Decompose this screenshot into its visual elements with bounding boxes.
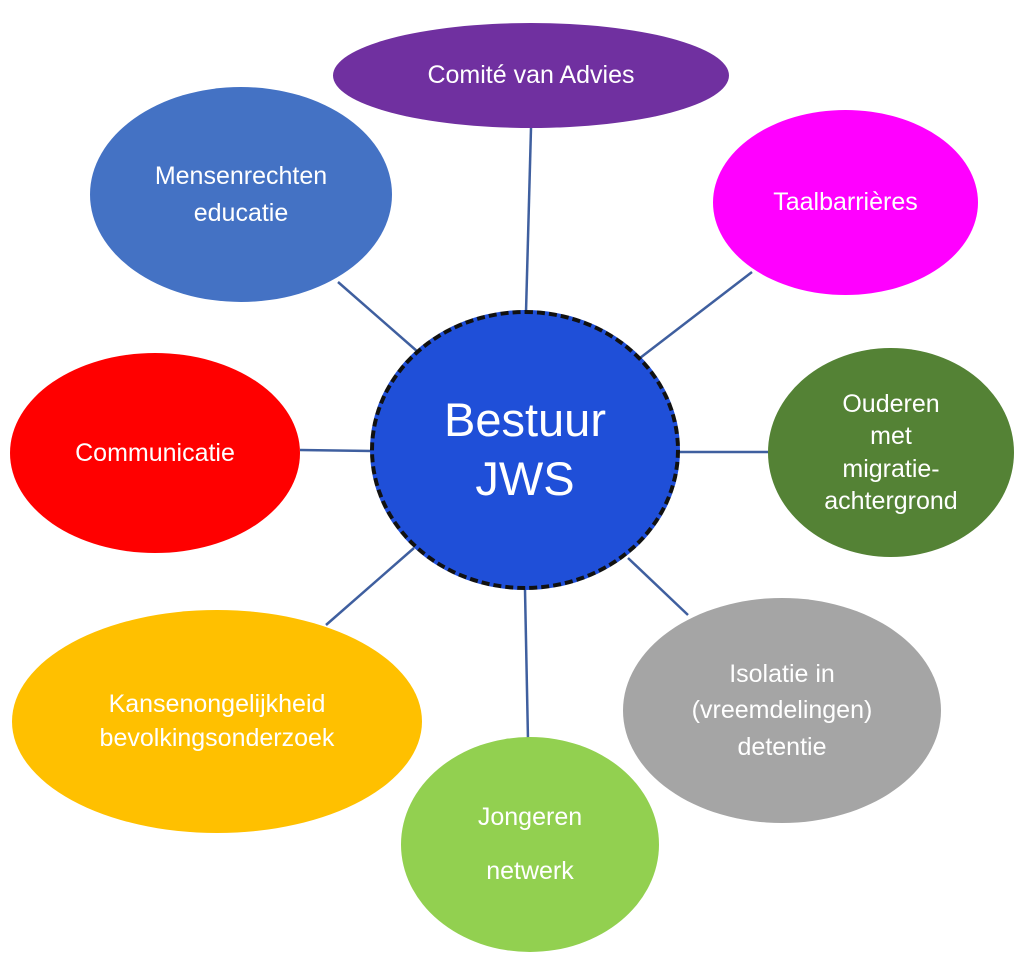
connector-comite — [524, 127, 533, 313]
node-kansenongelijkheid: Kansenongelijkheid bevolkingsonderzoek — [12, 610, 422, 833]
node-mensenrechten-educatie: Mensenrechten educatie — [90, 87, 392, 302]
node-isolatie-detentie: Isolatie in (vreemdelingen) detentie — [623, 598, 941, 823]
connector-comm — [299, 448, 373, 453]
node-jongeren-netwerk: Jongeren netwerk — [401, 737, 659, 952]
node-isolatie-label-line-3: detentie — [737, 732, 827, 761]
node-comm-label: Communicatie — [75, 438, 235, 467]
connector-jongeren — [523, 589, 530, 741]
center-label-line-1: Bestuur — [444, 393, 606, 447]
node-jongeren-label-line-1: Jongeren — [477, 802, 583, 831]
node-mensen-label-line-1: Mensenrechten — [154, 162, 328, 191]
node-kans-label-line-1: Kansenongelijkheid — [108, 689, 326, 718]
node-communicatie: Communicatie — [10, 353, 300, 553]
node-comite-van-advies: Comité van Advies — [333, 23, 729, 128]
node-isolatie-label-line-1: Isolatie in — [729, 660, 835, 689]
connector-kans — [325, 547, 415, 626]
node-taalbarrieres: Taalbarrières — [713, 110, 978, 295]
central-node-bestuur-jws: Bestuur JWS — [370, 310, 680, 590]
connector-mensen — [337, 281, 419, 353]
node-isolatie-label-line-2: (vreemdelingen) — [691, 696, 873, 725]
center-label-line-2: JWS — [475, 452, 575, 505]
node-jongeren-label-line-2: netwerk — [486, 856, 574, 885]
node-kans-label-line-2: bevolkingsonderzoek — [99, 723, 335, 752]
node-ouderen-label-line-3: migratie- — [842, 454, 940, 483]
node-taal-label: Taalbarrières — [773, 188, 918, 217]
node-ouderen-label-line-2: met — [870, 422, 912, 450]
connector-isolatie — [627, 557, 689, 616]
node-comite-label: Comité van Advies — [427, 61, 635, 90]
node-ouderen-label-line-1: Ouderen — [842, 389, 940, 418]
connector-taal — [639, 271, 753, 359]
node-ouderen-label-line-4: achtergrond — [824, 487, 958, 515]
node-ouderen-met-migratieachtergrond: Ouderen met migratie- achtergrond — [768, 348, 1014, 557]
node-mensen-label-line-2: educatie — [193, 198, 289, 227]
